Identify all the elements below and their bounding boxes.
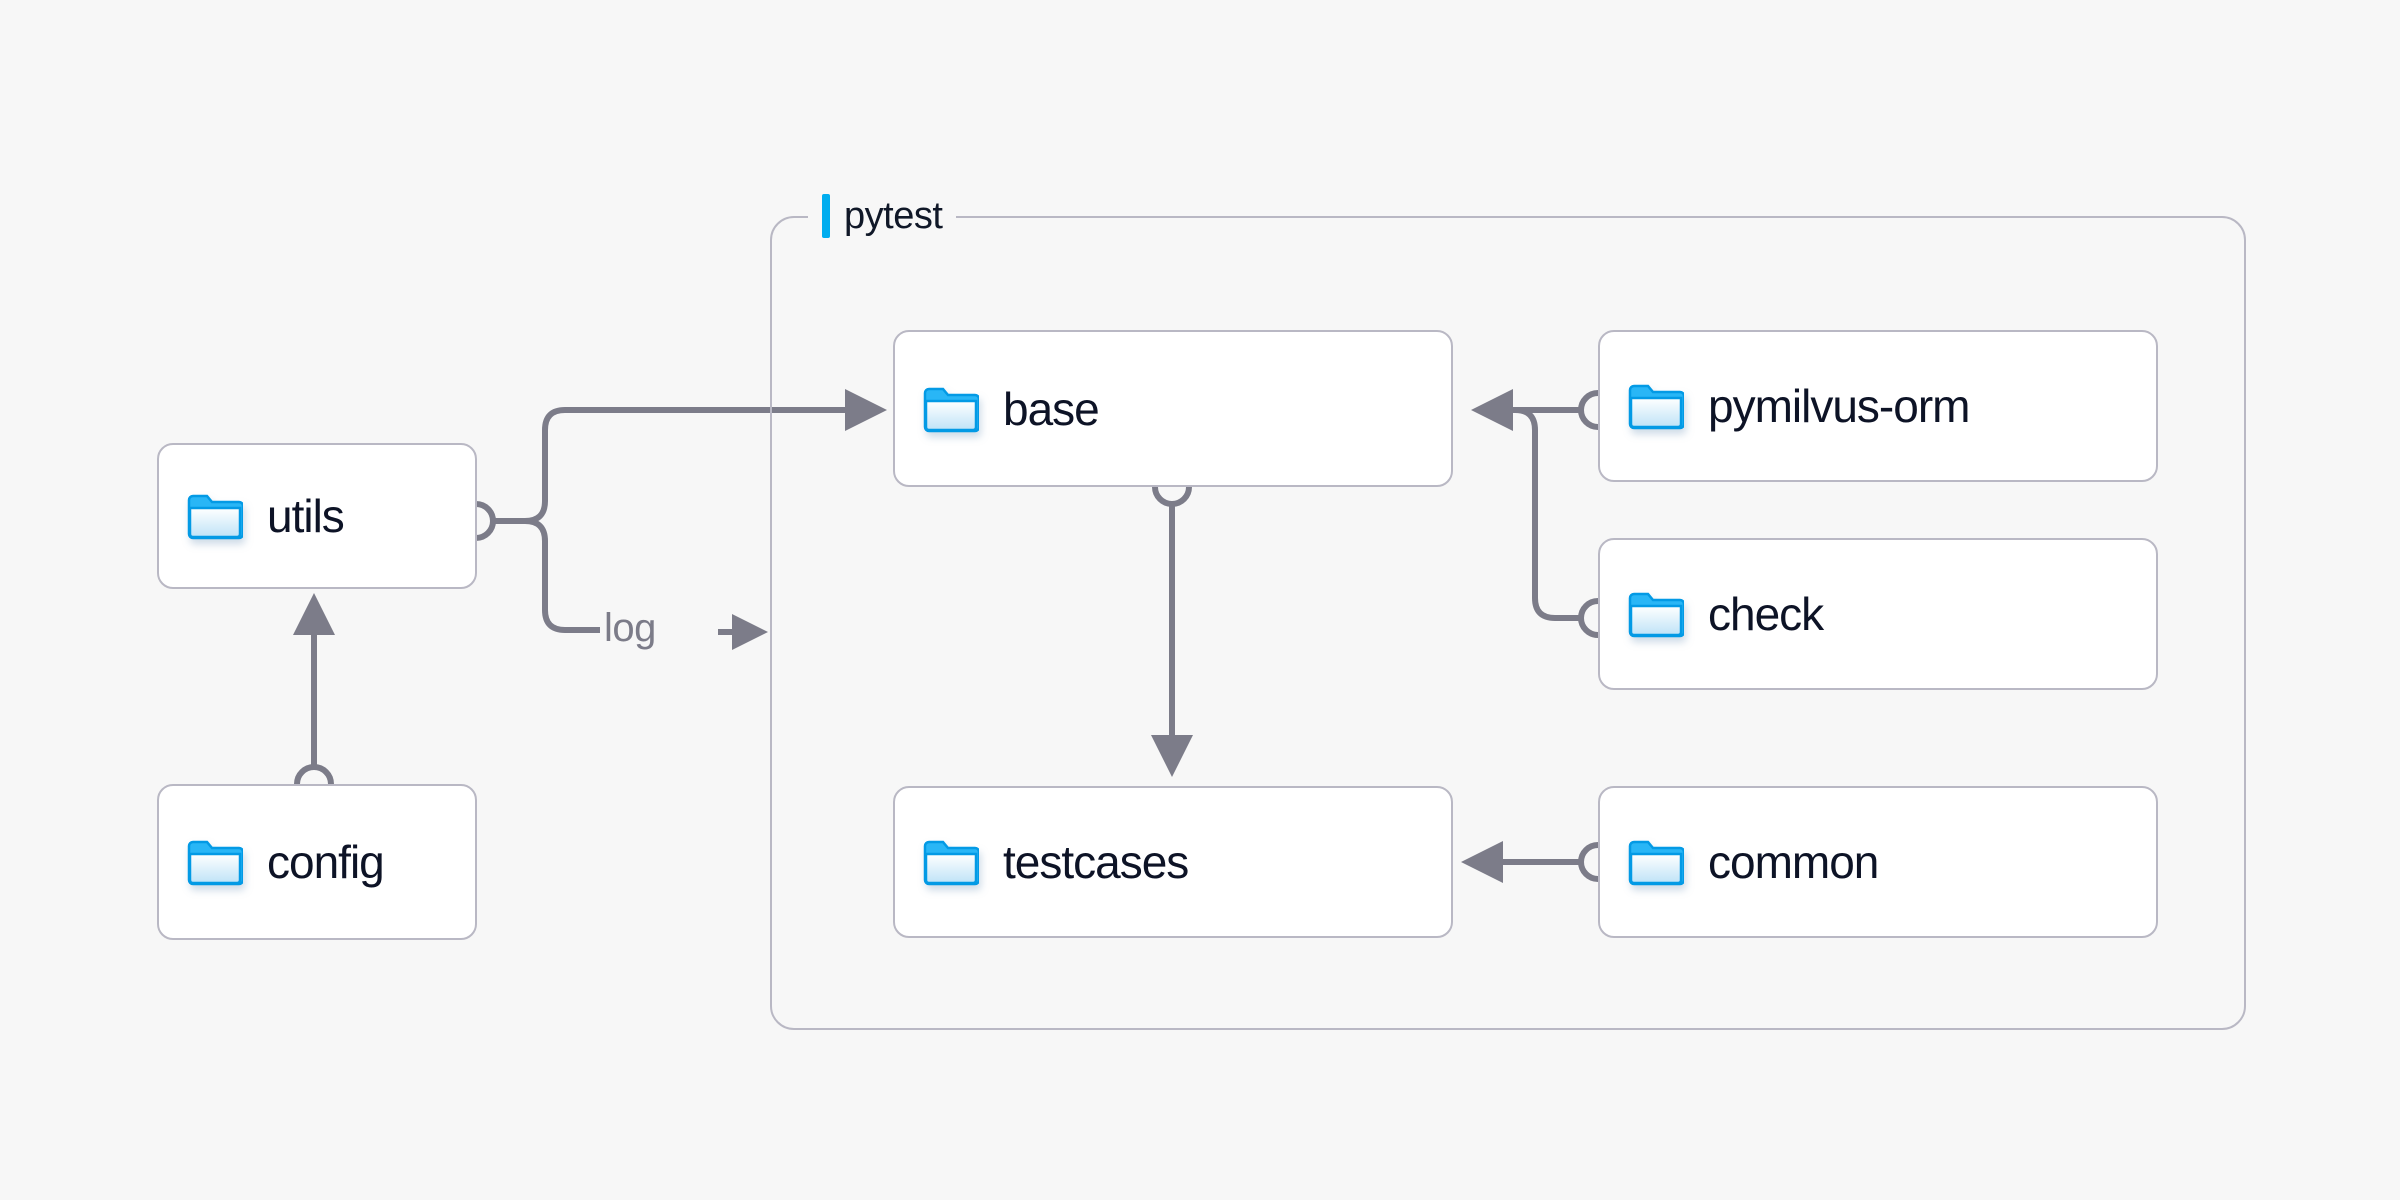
node-label: utils — [267, 490, 345, 542]
folder-icon — [1628, 840, 1684, 886]
node-label: pymilvus-orm — [1708, 380, 1970, 432]
accent-bar-icon — [822, 194, 830, 238]
folder-icon — [187, 494, 243, 540]
node-label: config — [267, 836, 385, 888]
node-pymilvus-orm[interactable]: pymilvus-orm — [1598, 330, 2158, 482]
group-label: pytest — [844, 194, 943, 237]
folder-icon — [923, 387, 979, 432]
node-label: common — [1708, 836, 1879, 888]
node-check[interactable]: check — [1598, 538, 2158, 690]
node-utils[interactable]: utils — [157, 443, 477, 589]
folder-icon — [1628, 384, 1684, 430]
node-label: base — [1003, 382, 1100, 435]
node-label: check — [1708, 588, 1824, 640]
node-common[interactable]: common — [1598, 786, 2158, 938]
pytest-group-title: pytest — [808, 194, 957, 238]
edge-config-to-utils — [293, 593, 335, 804]
node-base[interactable]: base — [893, 330, 1453, 487]
folder-icon — [923, 840, 979, 886]
node-testcases[interactable]: testcases — [893, 786, 1453, 938]
node-label: testcases — [1003, 836, 1189, 888]
edge-label-log: log — [604, 606, 656, 650]
folder-icon — [187, 840, 243, 886]
pytest-group-container — [770, 216, 2246, 1030]
node-config[interactable]: config — [157, 784, 477, 940]
folder-icon — [1628, 592, 1684, 638]
